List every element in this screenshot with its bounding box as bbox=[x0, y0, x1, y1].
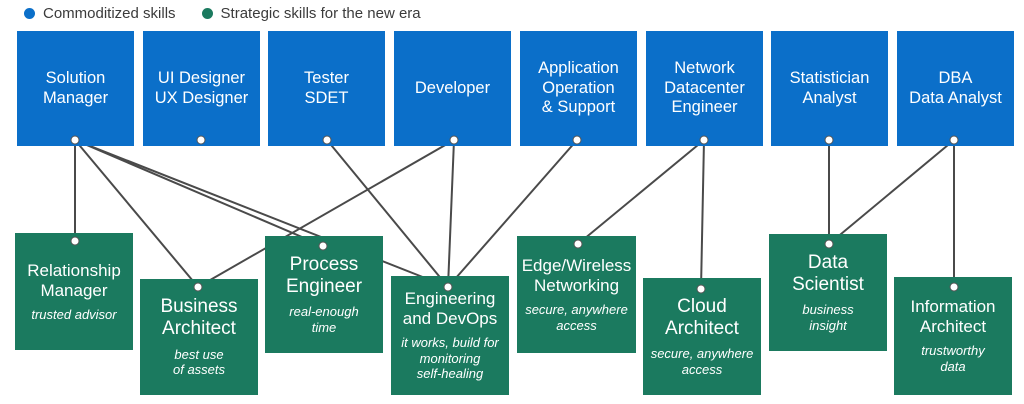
legend: Commoditized skills Strategic skills for… bbox=[24, 4, 421, 22]
commodity-box-developer: Developer bbox=[394, 31, 511, 146]
link-developer-devops bbox=[447, 139, 455, 288]
connector-pin bbox=[824, 239, 834, 249]
strategic-role-name: Process Engineer bbox=[285, 253, 363, 297]
link-network-edge bbox=[577, 139, 705, 245]
link-appops-devops bbox=[447, 139, 578, 288]
commodity-box-statistician: Statistician Analyst bbox=[771, 31, 888, 146]
strategic-role-name: Information Architect bbox=[910, 297, 996, 337]
link-developer-business bbox=[197, 139, 455, 288]
strategic-role-name: Business Architect bbox=[160, 296, 238, 340]
legend-commoditized: Commoditized skills bbox=[24, 5, 176, 22]
connector-pin bbox=[443, 282, 453, 292]
strategic-role-tagline: trusted advisor bbox=[31, 306, 117, 322]
connector-pin bbox=[196, 135, 206, 145]
connector-pin bbox=[318, 241, 328, 251]
link-solution-process bbox=[74, 139, 324, 247]
commodity-role-name: UI Designer UX Designer bbox=[154, 69, 249, 107]
commodity-role-name: DBA Data Analyst bbox=[909, 69, 1002, 107]
strategic-box-cloud-architect: Cloud Architect secure, anywhere access bbox=[643, 278, 761, 395]
commodity-role-name: Tester SDET bbox=[304, 69, 349, 107]
connector-pin bbox=[70, 236, 80, 246]
legend-commoditized-label: Commoditized skills bbox=[43, 4, 176, 22]
strategic-role-tagline: it works, build for monitoring self-heal… bbox=[401, 335, 499, 382]
commodity-box-dba: DBA Data Analyst bbox=[897, 31, 1014, 146]
strategic-box-information-architect: Information Architect trustworthy data bbox=[894, 277, 1012, 395]
strategic-box-data-scientist: Data Scientist business insight bbox=[769, 234, 887, 351]
strategic-role-tagline: trustworthy data bbox=[921, 343, 985, 375]
commodity-box-app-ops: Application Operation & Support bbox=[520, 31, 637, 146]
commodity-box-solution-manager: Solution Manager bbox=[17, 31, 134, 146]
connector-pin bbox=[699, 135, 709, 145]
connector-pin bbox=[193, 282, 203, 292]
link-dba-datasci bbox=[828, 139, 955, 245]
commodity-role-name: Statistician Analyst bbox=[789, 69, 870, 107]
connector-pin bbox=[696, 284, 706, 294]
connector-pin bbox=[322, 135, 332, 145]
link-solution-business bbox=[74, 139, 199, 288]
commodity-role-name: Developer bbox=[414, 78, 491, 97]
legend-strategic-label: Strategic skills for the new era bbox=[220, 4, 421, 22]
link-solution-devops bbox=[74, 139, 449, 288]
link-tester-devops bbox=[326, 139, 449, 288]
connector-pin bbox=[572, 135, 582, 145]
commodity-box-network-engineer: Network Datacenter Engineer bbox=[646, 31, 763, 146]
commodity-box-tester: Tester SDET bbox=[268, 31, 385, 146]
strategic-box-relationship-manager: Relationship Manager trusted advisor bbox=[15, 233, 133, 350]
strategic-box-business-architect: Business Architect best use of assets bbox=[140, 279, 258, 395]
strategic-box-engineering-devops: Engineering and DevOps it works, build f… bbox=[391, 276, 509, 395]
link-network-cloud bbox=[700, 139, 705, 290]
legend-strategic: Strategic skills for the new era bbox=[201, 4, 421, 22]
strategic-box-edge-wireless: Edge/Wireless Networking secure, anywher… bbox=[517, 236, 636, 353]
strategic-role-name: Cloud Architect bbox=[665, 295, 739, 339]
commodity-role-name: Solution Manager bbox=[42, 69, 109, 107]
strategic-role-name: Edge/Wireless Networking bbox=[521, 255, 632, 295]
connector-pin bbox=[449, 135, 459, 145]
strategic-role-tagline: business insight bbox=[802, 302, 854, 333]
strategic-role-name: Engineering and DevOps bbox=[402, 289, 498, 329]
strategic-box-process-engineer: Process Engineer real-enough time bbox=[265, 236, 383, 353]
connector-pin bbox=[949, 282, 959, 292]
strategic-role-tagline: secure, anywhere access bbox=[525, 301, 628, 333]
commodity-box-ui-ux-designer: UI Designer UX Designer bbox=[143, 31, 260, 146]
strategic-role-tagline: real-enough time bbox=[289, 304, 359, 335]
connector-pin bbox=[573, 239, 583, 249]
connector-pin bbox=[949, 135, 959, 145]
strategic-role-name: Data Scientist bbox=[792, 251, 864, 295]
connector-pin bbox=[70, 135, 80, 145]
commodity-role-name: Application Operation & Support bbox=[538, 59, 619, 117]
commoditized-dot-icon bbox=[24, 7, 35, 19]
strategic-role-name: Relationship Manager bbox=[27, 260, 121, 300]
strategic-dot-icon bbox=[201, 7, 213, 19]
strategic-role-tagline: secure, anywhere access bbox=[650, 346, 754, 377]
strategic-role-tagline: best use of assets bbox=[172, 346, 226, 378]
connector-pin bbox=[824, 135, 834, 145]
commodity-role-name: Network Datacenter Engineer bbox=[664, 59, 745, 117]
